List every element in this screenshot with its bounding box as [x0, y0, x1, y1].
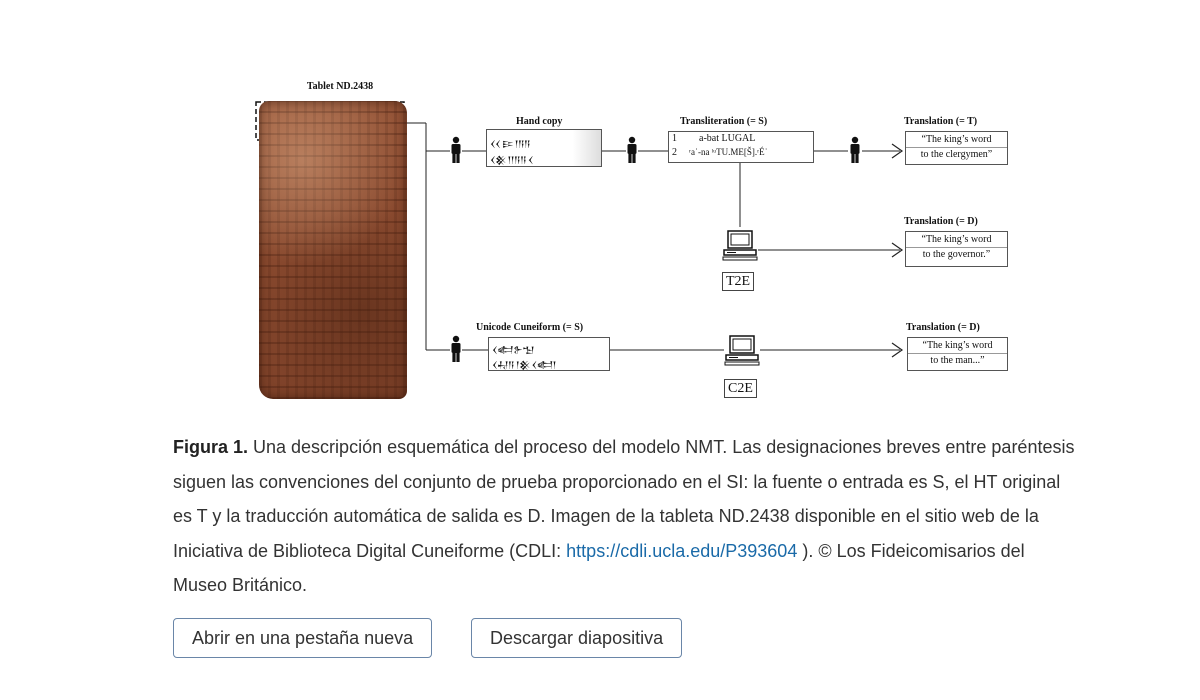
unicode-line: 𒌋𒅗𒉿𒈠 — [492, 345, 535, 355]
person-icon — [451, 335, 461, 362]
hand-copy-box: 𒌋𒌋 𒄿 𒁹𒀀𒀀 𒌋𒆜 𒁹𒁹𒀀𒀀 𒌋 — [486, 129, 602, 167]
person-icon — [850, 136, 860, 163]
figure-caption: Figura 1. Una descripción esquemática de… — [173, 430, 1083, 603]
translation-line: “The king’s word — [922, 340, 993, 351]
tablet-title: Tablet ND.2438 — [306, 81, 374, 92]
transliteration-line: a-bat LUGAL — [699, 133, 756, 144]
translation-d1-box: “The king’s word to the governor.” — [905, 231, 1008, 267]
c2e-label: C2E — [724, 379, 757, 398]
translation-line: to the man...” — [908, 353, 1007, 368]
download-slide-button[interactable]: Descargar diapositiva — [471, 618, 683, 658]
open-in-new-tab-button[interactable]: Abrir en una pestaña nueva — [173, 618, 433, 658]
caption-text: Una descripción esquemática del proceso … — [173, 437, 1075, 561]
unicode-cuneiform-box: 𒌋𒅗𒉿𒈠 𒌋𒄷𒀀 𒁹𒆜 𒌋𒅗𒁹 — [488, 337, 610, 371]
hand-copy-line: 𒌋𒌋 𒄿 𒁹𒀀𒀀 — [490, 139, 531, 149]
line-number: 1 — [672, 133, 677, 144]
person-icon — [451, 136, 461, 163]
unicode-line: 𒌋𒄷𒀀 𒁹𒆜 𒌋𒅗𒁹 — [492, 360, 556, 370]
translation-line: to the governor.” — [906, 247, 1007, 262]
cdli-link[interactable]: https://cdli.ucla.edu/P393604 — [566, 540, 798, 561]
translation-d2-box: “The king’s word to the man...” — [907, 337, 1008, 371]
person-icon — [627, 136, 637, 163]
translation-t-label: Translation (= T) — [904, 116, 978, 127]
hand-copy-line: 𒌋𒆜 𒁹𒁹𒀀𒀀 𒌋 — [490, 155, 534, 165]
line-number: 2 — [672, 147, 677, 158]
translation-line: to the clergymen” — [906, 147, 1007, 162]
translation-d1-label: Translation (= D) — [904, 216, 978, 227]
transliteration-box: 1 a-bat LUGAL 2 ʳaʾ-na ˡᵘTU.ME[Š].ʳÉʾ — [668, 131, 814, 163]
translation-t-box: “The king’s word to the clergymen” — [905, 131, 1008, 165]
caption-suffix: ). © Los Fideicomisarios del Museo Britá… — [173, 540, 1025, 596]
transliteration-line: ʳaʾ-na ˡᵘTU.ME[Š].ʳÉʾ — [689, 147, 768, 157]
t2e-label: T2E — [722, 272, 755, 291]
computer-icon — [722, 230, 758, 261]
diagram-lines — [255, 101, 904, 366]
translation-line: “The king’s word — [921, 234, 992, 245]
unicode-cuneiform-label: Unicode Cuneiform (= S) — [476, 322, 584, 333]
hand-copy-label: Hand copy — [516, 116, 563, 127]
nmt-diagram: Tablet ND.2438 Hand copy 𒌋𒌋 𒄿 𒁹𒀀𒀀 𒌋𒆜 𒁹𒁹𒀀… — [250, 75, 1020, 405]
translation-line: “The king’s word — [921, 134, 992, 145]
cuneiform-tablet-image — [259, 101, 407, 399]
caption-figure-number: Figura 1. — [173, 437, 249, 457]
translation-d2-label: Translation (= D) — [906, 322, 980, 333]
transliteration-label: Transliteration (= S) — [680, 116, 768, 127]
computer-icon — [724, 335, 760, 366]
